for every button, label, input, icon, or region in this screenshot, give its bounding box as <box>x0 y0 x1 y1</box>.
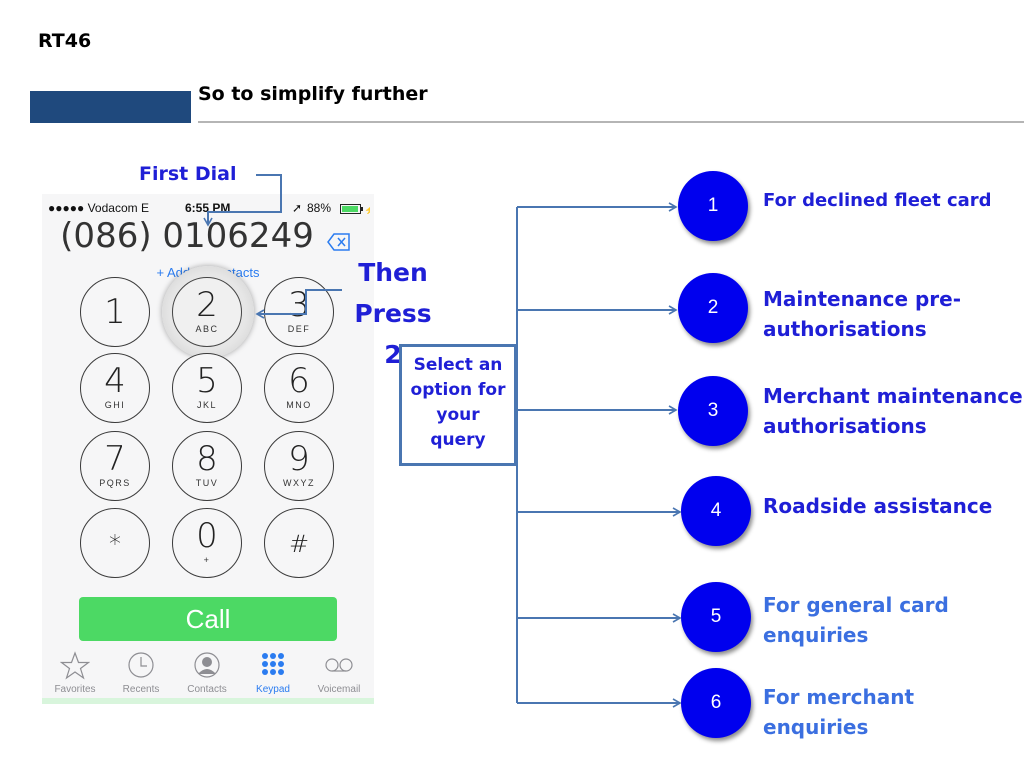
clock-icon <box>128 652 154 678</box>
query-text-line: query <box>430 430 486 450</box>
key-letters: MNO <box>286 400 312 410</box>
option-label-line: For general card <box>763 593 949 617</box>
carrier-label: ●●●●● Vodacom E <box>48 201 149 215</box>
option-2-label: Maintenance pre-authorisations <box>763 284 961 344</box>
press-2-arrow <box>255 289 342 319</box>
option-4-circle: 4 <box>681 476 751 546</box>
tab-bar: Favorites Recents Contacts Keypad Voicem… <box>42 649 374 698</box>
star-icon <box>60 651 90 680</box>
option-4-label: Roadside assistance <box>763 491 992 521</box>
key-letters: + <box>203 555 211 565</box>
key-0[interactable]: 0+ <box>172 508 242 578</box>
key-digit: 9 <box>288 439 310 479</box>
tab-label: Voicemail <box>317 684 361 695</box>
option-label-line: For declined fleet card <box>763 190 992 211</box>
key-digit: 6 <box>288 361 310 401</box>
query-text-line: your <box>436 405 480 425</box>
then-press-2-callout: Then Press 2 <box>343 252 443 375</box>
key-digit: 2 <box>196 285 218 325</box>
tab-label: Recents <box>122 684 160 695</box>
header-divider <box>198 121 1024 123</box>
option-1-circle: 1 <box>678 171 748 241</box>
option-1-label: For declined fleet card <box>763 186 992 216</box>
option-6-label: For merchant enquiries <box>763 682 1024 742</box>
option-label-line: Maintenance pre- <box>763 287 962 311</box>
query-text-line: Select an <box>413 355 503 375</box>
option-5-label: For general card enquiries <box>763 590 949 650</box>
first-dial-arrow <box>203 174 282 227</box>
option-label-line: For merchant enquiries <box>763 685 915 739</box>
key-letters: DEF <box>287 324 311 334</box>
key-digit: 4 <box>104 361 126 401</box>
key-digit: * <box>109 530 121 558</box>
phone-footer-strip <box>42 698 374 704</box>
location-icon: ➚ <box>292 201 303 215</box>
option-label-line: Merchant maintenance <box>763 384 1023 408</box>
tab-label: Keypad <box>256 684 290 695</box>
key-letters: WXYZ <box>283 478 315 488</box>
key-star[interactable]: * <box>80 508 150 578</box>
keypad-icon <box>262 653 284 675</box>
key-digit: 1 <box>104 292 126 332</box>
key-digit: 5 <box>196 361 218 401</box>
option-3-label: Merchant maintenance authorisations <box>763 381 1023 441</box>
key-1[interactable]: 1 <box>80 277 150 347</box>
phone-dialer-screenshot: ●●●●● Vodacom E 6:55 PM ➚ 88% ⚡ (086) 01… <box>42 194 375 704</box>
svg-text:⚡: ⚡ <box>364 204 370 214</box>
call-button[interactable]: Call <box>79 597 337 641</box>
key-letters: PQRS <box>99 478 131 488</box>
key-letters: ABC <box>195 324 219 334</box>
battery-percent: 88% <box>307 201 332 215</box>
key-letters: JKL <box>196 400 217 410</box>
tab-label: Favorites <box>54 684 96 695</box>
select-option-box: Select an option for your query <box>399 344 517 466</box>
header-accent-bar <box>30 91 191 123</box>
first-dial-callout: First Dial <box>139 163 237 185</box>
key-digit: 8 <box>196 439 218 479</box>
key-hash[interactable]: # <box>264 508 334 578</box>
option-label-line: authorisations <box>763 414 927 438</box>
page-title: So to simplify further <box>198 83 428 105</box>
key-digit: # <box>288 530 310 558</box>
callout-line: Then <box>358 258 428 287</box>
dialed-number: (086) 0106249 <box>60 216 314 256</box>
option-5-circle: 5 <box>681 582 751 652</box>
battery-icon: ⚡ <box>340 203 375 217</box>
callout-line: Press 2 <box>354 299 432 369</box>
option-label-line: enquiries <box>763 623 869 647</box>
voicemail-icon <box>325 658 353 672</box>
option-label-line: authorisations <box>763 317 927 341</box>
tab-label: Contacts <box>187 684 227 695</box>
option-2-circle: 2 <box>678 273 748 343</box>
key-letters: TUV <box>195 478 219 488</box>
query-text-line: option for <box>410 380 506 400</box>
option-6-circle: 6 <box>681 668 751 738</box>
option-3-circle: 3 <box>678 376 748 446</box>
person-icon <box>194 652 220 678</box>
option-label-line: Roadside assistance <box>763 494 993 518</box>
backspace-icon[interactable] <box>327 233 351 256</box>
key-digit: 7 <box>104 439 126 479</box>
key-digit: 0 <box>196 516 218 556</box>
slide-code: RT46 <box>38 30 92 52</box>
key-letters: GHI <box>104 400 126 410</box>
